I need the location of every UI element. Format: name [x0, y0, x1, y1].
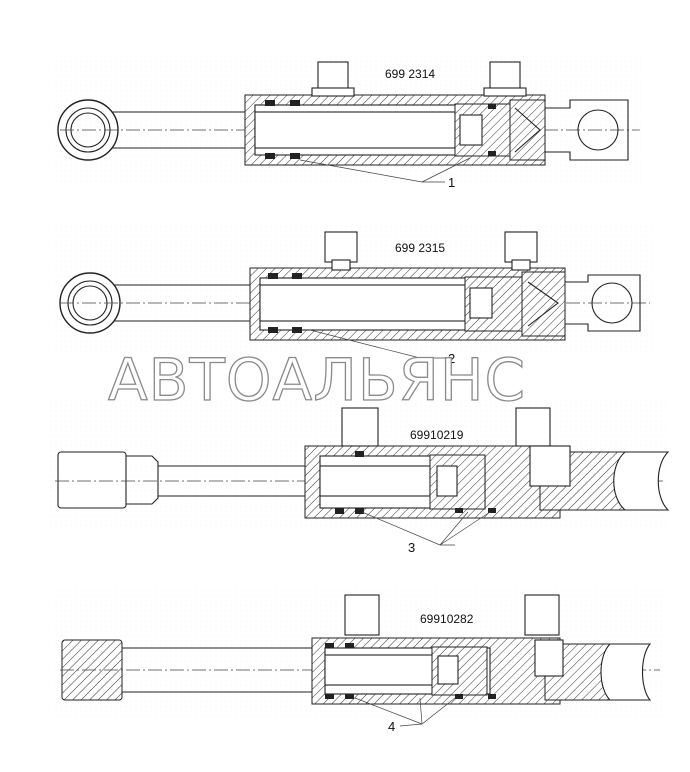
cylinder-4-part-number: 69910282	[420, 612, 474, 626]
cylinder-3: 69910219 3	[50, 400, 670, 555]
callout-2: 2	[448, 351, 455, 366]
cylinder-1: 699 2314 1	[55, 55, 645, 190]
cylinder-2-part-number: 699 2315	[395, 241, 445, 255]
callout-1: 1	[448, 175, 455, 190]
cylinder-1-part-number: 699 2314	[385, 67, 435, 81]
cylinder-3-part-number: 69910219	[410, 428, 464, 442]
callout-3: 3	[408, 540, 415, 555]
cylinder-2: 699 2315 2	[55, 225, 655, 366]
cylinder-4: 69910282 4	[55, 588, 665, 734]
callout-4: 4	[388, 719, 395, 734]
